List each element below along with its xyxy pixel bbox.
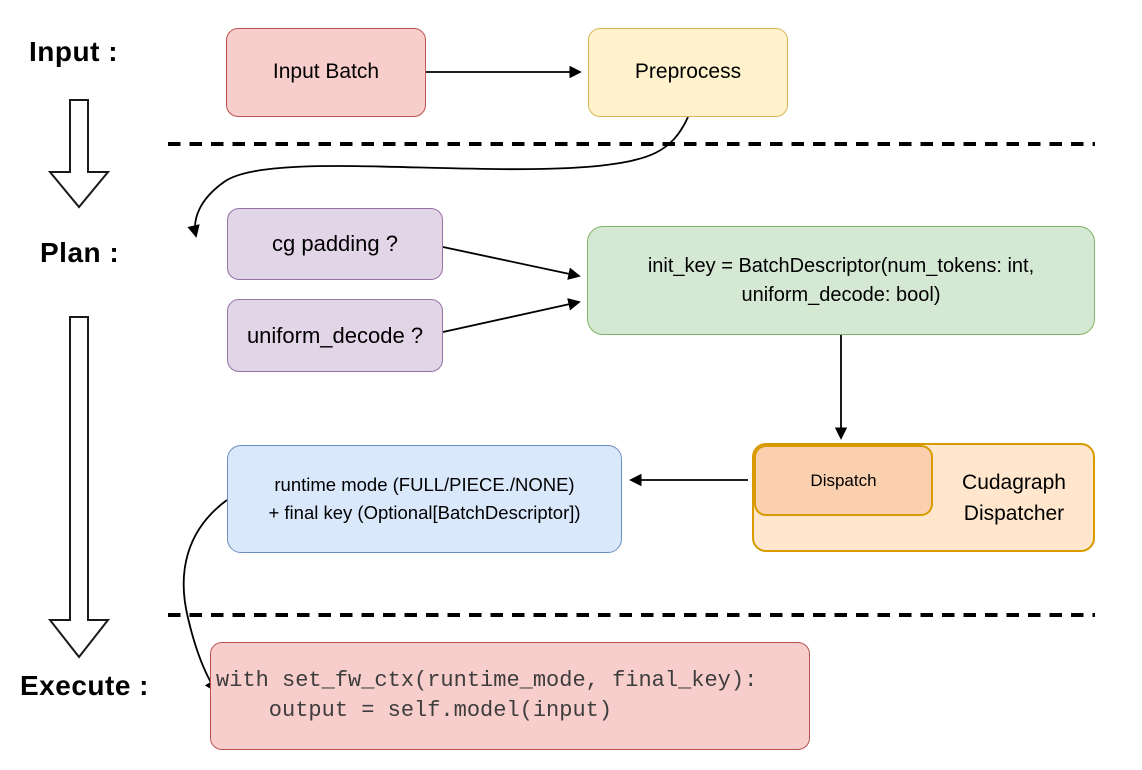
connector-preprocess-to-cg-padding xyxy=(187,116,689,238)
cudagraph-dispatcher-line1: Cudagraph xyxy=(962,470,1066,494)
input-batch-label: Input Batch xyxy=(272,60,380,84)
preprocess-node: Preprocess xyxy=(588,28,788,117)
init-key-line2: uniform_decode: bool) xyxy=(741,283,941,306)
init-key-node: init_key = BatchDescriptor(num_tokens: i… xyxy=(587,226,1095,335)
uniform-decode-node: uniform_decode ? xyxy=(227,299,443,372)
stage-label-plan: Plan : xyxy=(40,237,120,268)
stage-label-execute: Execute : xyxy=(20,670,149,701)
execute-code-node: with set_fw_ctx(runtime_mode, final_key)… xyxy=(210,642,810,750)
stage-arrow-plan-to-execute-icon xyxy=(47,316,111,659)
arrow-uniform-decode-to-init-key xyxy=(442,298,581,333)
cudagraph-dispatcher-label: Cudagraph Dispatcher xyxy=(933,443,1095,552)
uniform-decode-label: uniform_decode ? xyxy=(246,322,424,348)
runtime-mode-line2: + final key (Optional[BatchDescriptor]) xyxy=(268,502,581,523)
input-batch-node: Input Batch xyxy=(226,28,426,117)
runtime-mode-node: runtime mode (FULL/PIECE./NONE) + final … xyxy=(227,445,622,553)
arrow-cg-padding-to-init-key xyxy=(442,246,581,280)
dispatch-node: Dispatch xyxy=(754,445,933,516)
execute-code-line2: output = self.model(input) xyxy=(216,698,613,723)
execute-code-line1: with set_fw_ctx(runtime_mode, final_key)… xyxy=(216,668,758,693)
dispatch-label: Dispatch xyxy=(810,470,877,490)
cudagraph-dispatcher-line2: Dispatcher xyxy=(963,501,1065,525)
stage-label-input: Input : xyxy=(29,36,119,67)
init-key-line1: init_key = BatchDescriptor(num_tokens: i… xyxy=(647,254,1035,277)
preprocess-label: Preprocess xyxy=(634,60,742,84)
cg-padding-node: cg padding ? xyxy=(227,208,443,280)
stage-arrow-input-to-plan-icon xyxy=(47,99,111,209)
cg-padding-label: cg padding ? xyxy=(272,231,398,257)
connector-runtime-mode-to-execute-code xyxy=(182,499,228,693)
runtime-mode-line1: runtime mode (FULL/PIECE./NONE) xyxy=(274,474,575,495)
